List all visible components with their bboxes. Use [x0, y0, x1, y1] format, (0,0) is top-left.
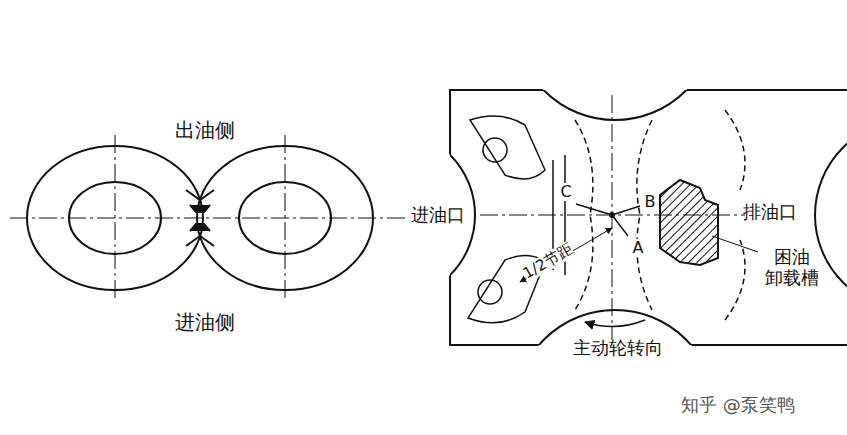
part-label: 困油 卸载槽 — [762, 247, 821, 288]
pitch-point — [609, 212, 615, 218]
port-outline — [470, 116, 545, 179]
side-label: 进油侧 — [175, 311, 235, 334]
side-label: 出油侧 — [175, 119, 235, 142]
center-line — [285, 135, 286, 300]
tooth-profile — [725, 110, 745, 320]
plate-outline — [450, 90, 847, 345]
port-label: 排油口 — [743, 202, 797, 223]
outlet-cutout — [815, 120, 847, 310]
inlet-cutout — [450, 130, 475, 300]
tooth-profile — [637, 120, 652, 310]
contact-line — [576, 204, 612, 215]
gear-bore — [515, 90, 715, 120]
rotation-label: 主动轮转向 — [573, 338, 663, 359]
relief-groove — [190, 205, 210, 231]
inner-ellipse — [239, 182, 331, 254]
contact-line — [612, 206, 640, 215]
watermark: 知乎 @泵笑鸭 — [681, 395, 795, 416]
port-label: 进油口 — [411, 205, 465, 226]
point-label: C — [560, 183, 571, 201]
center-line — [115, 135, 116, 300]
point-label: B — [645, 193, 656, 211]
gear-pair-side-view — [10, 135, 405, 300]
tooth-profile — [575, 120, 593, 310]
relief-groove — [660, 180, 718, 265]
rotation-arrow — [585, 320, 645, 327]
point-label: A — [633, 239, 644, 257]
outer-ellipse — [197, 146, 373, 290]
contact-line — [612, 215, 628, 236]
inner-ellipse — [69, 182, 161, 254]
outer-ellipse — [27, 146, 203, 290]
mesh-notch — [186, 190, 214, 246]
gear-bore — [515, 310, 715, 345]
side-plate — [305, 0, 847, 435]
